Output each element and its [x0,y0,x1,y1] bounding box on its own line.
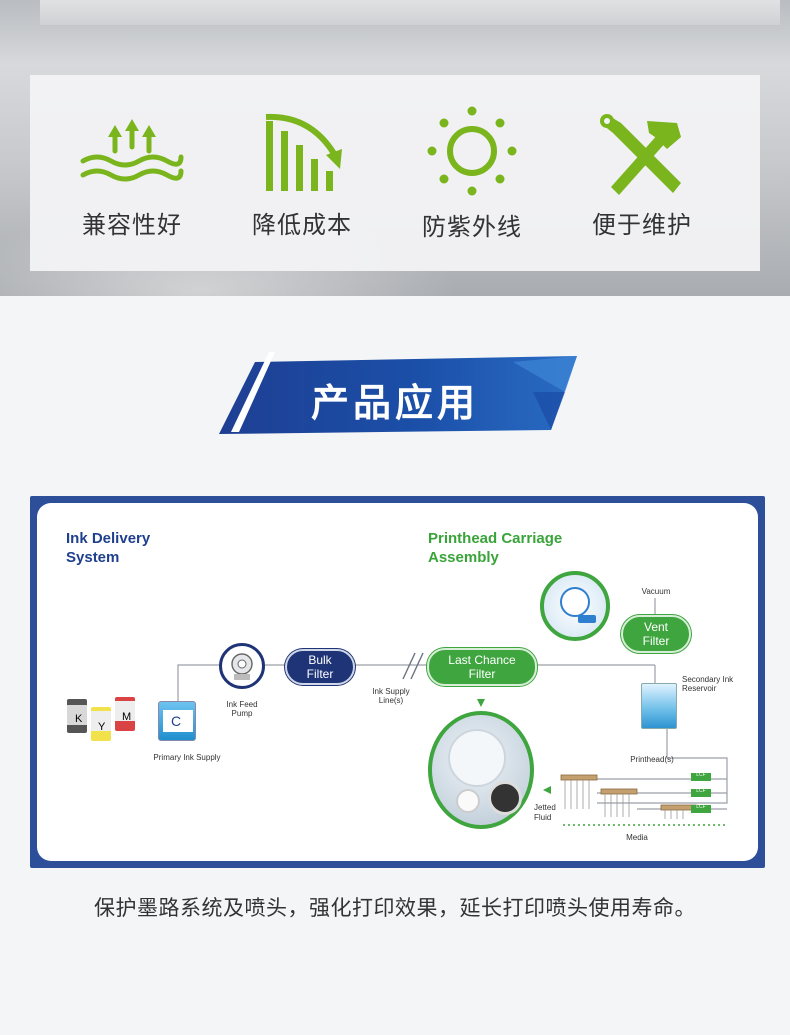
section-title: 产品应用 [310,381,479,425]
printhead-carriage-title: Printhead Carriage Assembly [428,530,563,566]
hero-top-strip [40,0,780,26]
wave-arrows-icon [80,119,184,182]
feature-uv: 防紫外线 [387,75,557,271]
lcf-tag-label: LCF [696,804,706,810]
ink-delivery-diagram: Ink Delivery System Printhead Carriage A… [30,496,765,868]
cartridge-letter-m: M [122,711,132,723]
feature-label: 降低成本 [252,211,352,239]
feature-label: 兼容性好 [82,211,182,239]
cartridge-letter-y: Y [98,721,106,733]
feature-label: 便于维护 [592,211,692,239]
secondary-reservoir-label: Secondary Ink Reservoir [682,675,734,693]
vent-filter-photo [540,571,610,641]
diagram-canvas: Ink Delivery System Printhead Carriage A… [37,503,758,861]
vacuum-label: Vacuum [641,587,671,596]
lcf-tag: LCF [691,804,711,813]
feature-label: 防紫外线 [422,213,522,241]
feature-cost: 降低成本 [217,75,387,271]
diagram-caption: 保护墨路系统及喷头，强化打印效果，延长打印喷头使用寿命。 [94,896,696,920]
hero-background: 兼容性好 降低成本 [0,0,790,296]
vent-filter: Vent Filter [621,615,691,653]
lcf-tag-label: LCF [696,772,706,778]
feature-card: 兼容性好 降低成本 [30,75,760,271]
media-label: Media [626,833,648,842]
ink-supply-line-label: Ink Supply Line(s) [372,687,410,705]
bulk-filter: Bulk Filter [285,649,355,685]
printheads-icon [560,774,698,819]
ink-cartridges: K Y M [65,693,149,747]
feature-compatibility: 兼容性好 [47,75,217,271]
feature-maintenance: 便于维护 [557,75,727,271]
ink-feed-pump-label: Ink Feed Pump [226,700,258,718]
cartridge-letter-k: K [75,713,83,725]
section-title-banner: 产品应用 [213,352,577,436]
primary-ink-supply-label: Primary Ink Supply [153,753,221,762]
jetted-fluid-label: Jetted Fluid [534,803,556,822]
lcf-tag: LCF [691,788,711,797]
ink-delivery-title: Ink Delivery System [66,530,151,566]
sun-icon [427,106,517,196]
pump-icon [231,653,253,680]
ink-feed-pump [219,643,265,689]
lcf-tag: LCF [691,772,711,781]
last-chance-filter: Last Chance Filter [427,648,537,686]
cyan-cartridge: C [158,701,196,741]
filter-photo [428,711,534,829]
declining-bars-icon [265,113,342,191]
hammer-wrench-icon [600,114,681,195]
lcf-tag-label: LCF [696,788,706,794]
bulk-filter-label: Bulk Filter [306,653,334,681]
cartridge-cluster-icon [67,697,135,741]
printheads-label: Printhead(s) [630,755,674,764]
secondary-reservoir [641,683,677,729]
last-chance-filter-label: Last Chance Filter [448,653,516,681]
vent-filter-label: Vent Filter [642,620,670,648]
cartridge-letter-c: C [171,713,182,729]
